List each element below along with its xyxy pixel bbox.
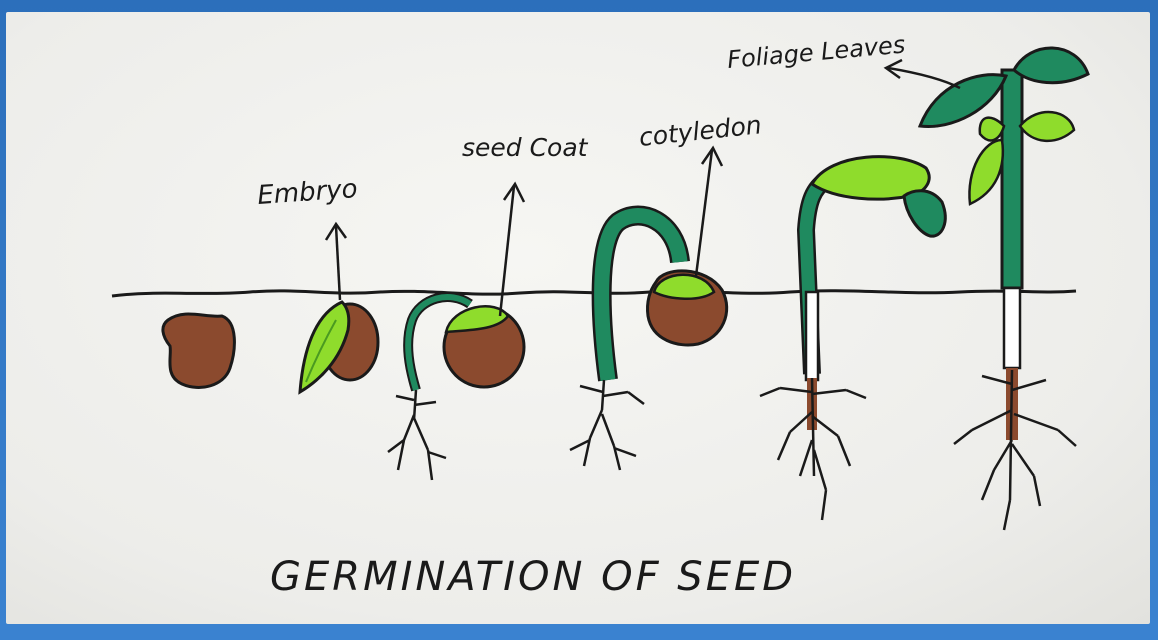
seed-stage-6 [886, 48, 1088, 530]
seed-stage-5 [760, 157, 945, 520]
label-cotyledon: cotyledon [638, 110, 763, 152]
label-seed-coat: seed Coat [462, 133, 589, 162]
diagram-title: GERMINATION OF SEED [270, 554, 796, 600]
seed-stage-3 [388, 184, 524, 480]
label-foliage-leaves: Foliage Leaves [726, 31, 906, 74]
seed-stage-2 [300, 224, 378, 392]
label-embryo: Embryo [256, 174, 358, 211]
seed-stage-4 [570, 148, 727, 470]
seed-stage-1 [163, 314, 235, 387]
